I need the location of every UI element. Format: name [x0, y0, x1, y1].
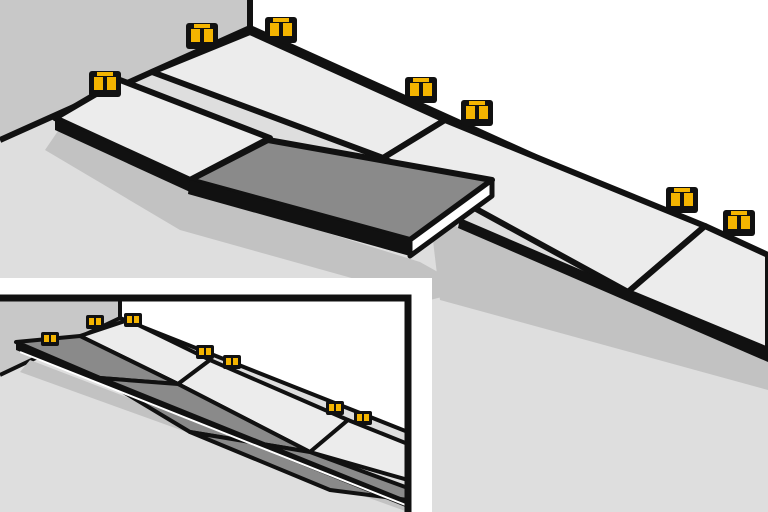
spacer-icon [354, 411, 372, 425]
spacer-icon [265, 17, 297, 43]
spacer-icon [124, 313, 142, 327]
spacer-icon [196, 345, 214, 359]
plank-edge [188, 180, 410, 256]
spacer-icon [723, 210, 755, 236]
spacer-icon [89, 71, 121, 97]
spacer-icon [223, 355, 241, 369]
spacer-icon [186, 23, 218, 49]
plank-row-back [149, 29, 768, 362]
inset-plank-light [308, 418, 408, 482]
plank-edge-light [407, 177, 495, 259]
plank-edge [458, 218, 768, 362]
inset-scene [0, 278, 432, 512]
spacer-icon [405, 77, 437, 103]
spacer-icon [666, 187, 698, 213]
plank-edge [55, 118, 190, 192]
spacer-icon [41, 332, 59, 346]
plank-shadow-right [430, 215, 768, 390]
spacer-icon [86, 315, 104, 329]
inset-plank-highlight [19, 351, 408, 507]
spacer-icon [326, 401, 344, 415]
spacer-icon [461, 100, 493, 126]
inset-frame [0, 294, 412, 512]
plank-shadow [45, 128, 470, 300]
